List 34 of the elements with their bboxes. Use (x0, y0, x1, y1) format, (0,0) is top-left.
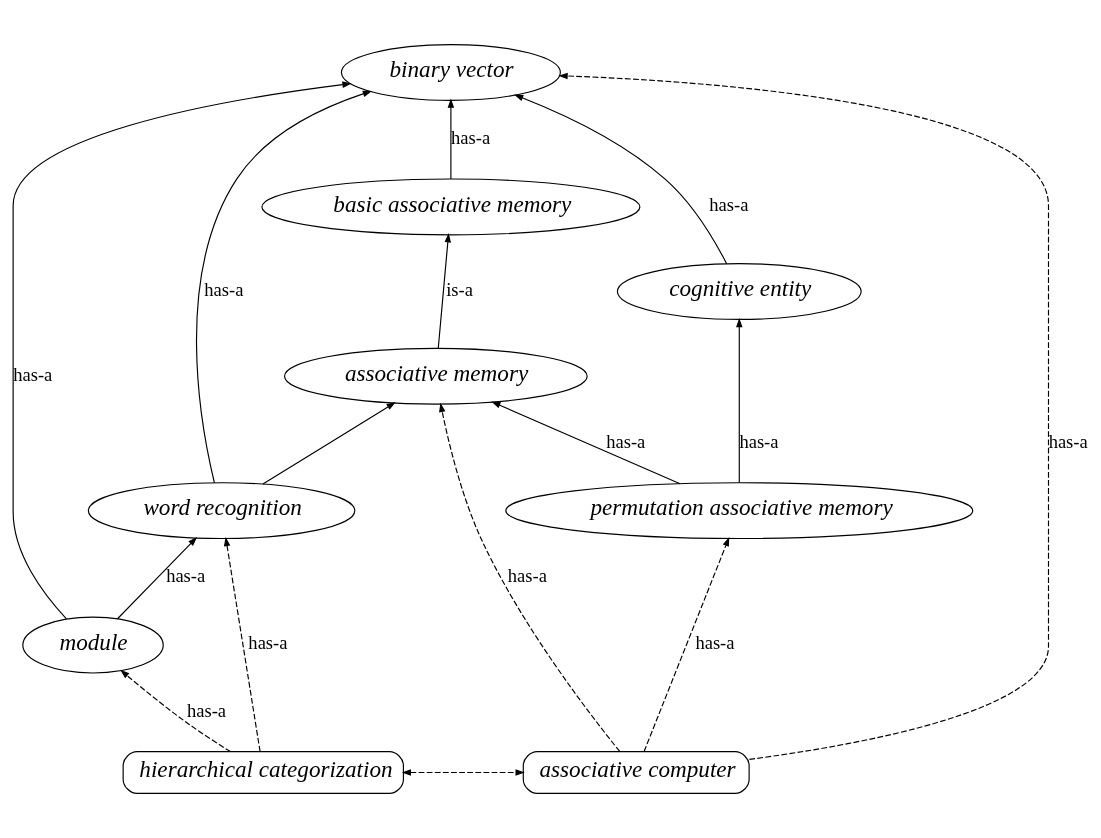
arrow (558, 72, 1050, 760)
edge-label: has-a (709, 194, 749, 216)
arrow (447, 98, 455, 180)
node-box: associative computer (522, 751, 750, 794)
edge-label: has-a (166, 565, 206, 587)
node-ellipse: word recognition (87, 482, 356, 540)
arrow (437, 233, 452, 349)
arrow (12, 81, 352, 620)
arrow (643, 537, 730, 752)
node-box: hierarchical categorization (122, 751, 404, 794)
edge-label: has-a (507, 565, 547, 587)
node-ellipse: associative memory (284, 347, 588, 405)
edge-label: has-a (248, 632, 288, 654)
arrow (736, 317, 743, 484)
edge-label: has-a (606, 430, 646, 452)
arrow (491, 401, 681, 485)
arrow (195, 90, 373, 484)
node-ellipse: basic associative memory (261, 178, 641, 236)
node-ellipse: permutation associative memory (505, 482, 974, 540)
edge-label: has-a (451, 127, 491, 149)
arrow (514, 94, 728, 265)
arrow (401, 769, 525, 776)
arrow (262, 402, 396, 485)
arrow (223, 536, 261, 752)
edge-label: has-a (186, 699, 227, 721)
arrow (120, 669, 231, 753)
edge-label: is-a (446, 278, 473, 300)
node-ellipse: cognitive entity (616, 263, 862, 321)
arrow (439, 402, 621, 753)
arrow (116, 536, 198, 620)
edge-label: has-a (204, 278, 244, 300)
edge-label: has-a (695, 632, 735, 654)
node-ellipse: module (22, 616, 164, 674)
edge-label: has-a (1048, 430, 1088, 452)
